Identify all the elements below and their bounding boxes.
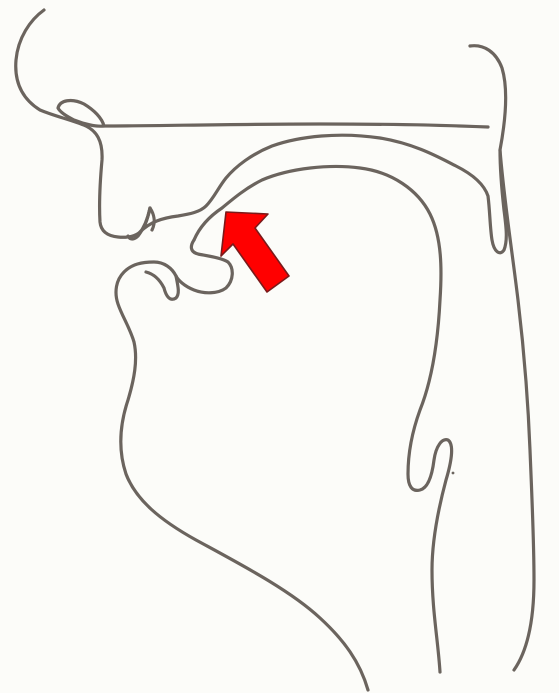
lower-lip-inner-outline [146, 272, 178, 299]
speck-mark [452, 472, 455, 475]
nostril-outline [58, 101, 104, 127]
pharyngeal-wall-outline [470, 46, 534, 670]
upper-lip-notch-outline [150, 208, 154, 230]
nasal-floor-outline [104, 124, 488, 127]
upper-teeth-outline [128, 208, 150, 239]
lower-lip-chin-outline [116, 262, 368, 690]
